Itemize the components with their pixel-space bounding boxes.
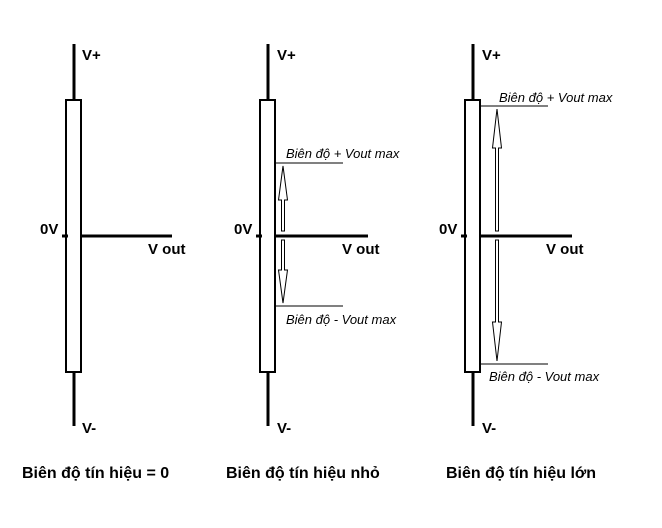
zero-label: 0V (234, 221, 252, 238)
supply-bar (464, 99, 481, 373)
caption: Biên độ tín hiệu lớn (446, 465, 596, 482)
amp-pos-label: Biên độ + Vout max (499, 90, 613, 105)
vout-label: V out (342, 241, 380, 258)
vplus-label: V+ (482, 47, 501, 64)
vminus-label: V- (82, 420, 96, 437)
vout-label: V out (546, 241, 584, 258)
panel-large-amplitude: V+ 0V V out V- Biên độ + Vout max Biên đ… (439, 44, 613, 482)
vminus-label: V- (482, 420, 496, 437)
vminus-label: V- (277, 420, 291, 437)
down-arrow-icon (491, 239, 503, 362)
amp-pos-label: Biên độ + Vout max (286, 146, 400, 161)
amp-neg-label: Biên độ - Vout max (489, 369, 600, 384)
caption: Biên độ tín hiệu = 0 (22, 465, 169, 482)
down-arrow-icon (277, 239, 289, 304)
vplus-label: V+ (277, 47, 296, 64)
supply-bar (65, 99, 82, 373)
amp-neg-label: Biên độ - Vout max (286, 312, 397, 327)
vout-label: V out (148, 241, 186, 258)
panel-small-amplitude: V+ 0V V out V- Biên độ + Vout max Biên đ… (226, 44, 400, 482)
up-arrow-icon (491, 108, 503, 232)
up-arrow-icon (277, 165, 289, 232)
zero-label: 0V (40, 221, 58, 238)
vplus-label: V+ (82, 47, 101, 64)
caption: Biên độ tín hiệu nhỏ (226, 465, 380, 482)
panel-zero-amplitude: V+ 0V V out V- Biên độ tín hiệu = 0 (22, 44, 186, 482)
zero-label: 0V (439, 221, 457, 238)
supply-bar (259, 99, 276, 373)
